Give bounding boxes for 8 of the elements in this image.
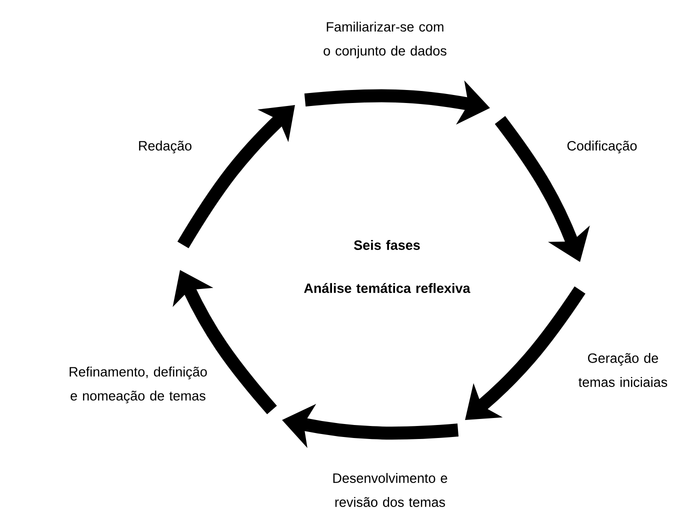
phase-label: Familiarizar-se com o conjunto de dados [324,22,446,58]
phase-label: Codificação [567,140,637,154]
center-title: Análise temática reflexiva [304,282,470,293]
phase-label: Geração de temas iniciaias [578,353,668,387]
phase-label: Redação [139,140,192,154]
phase-label: Desenvolvimento e revisão dos temas [333,473,448,507]
center-title: Seis fases [354,240,420,250]
phase-label: Refinamento, definição e nomeação de temas [70,366,207,404]
